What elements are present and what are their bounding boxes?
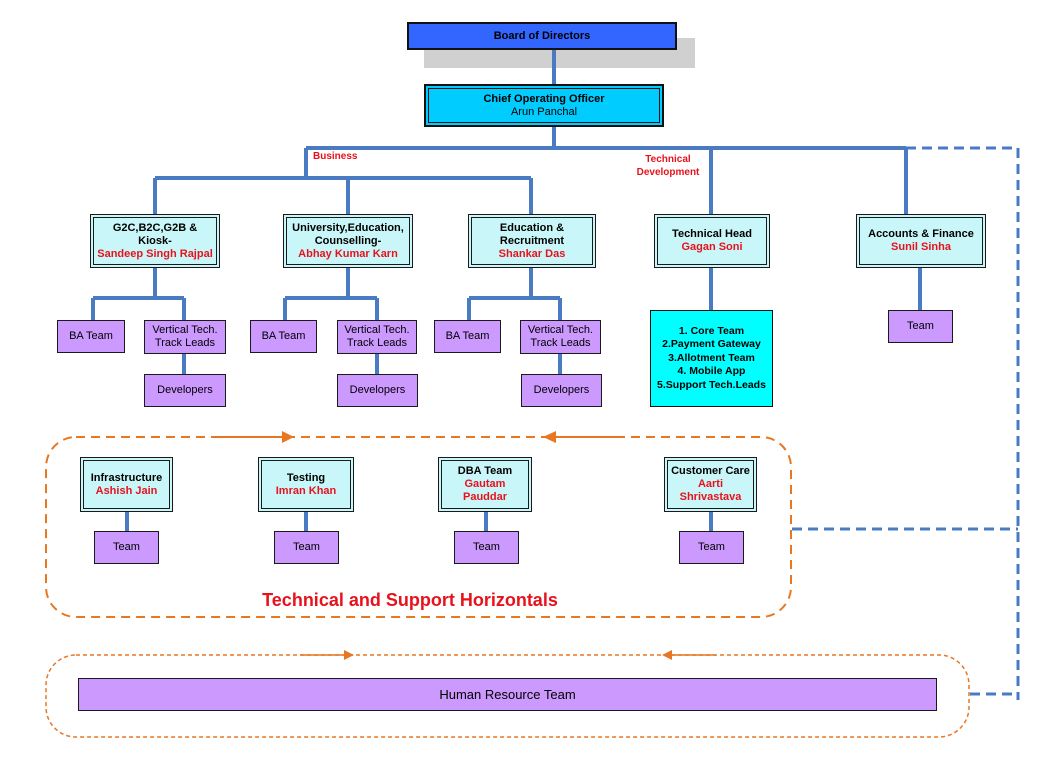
vertical-tech-leads-box: Vertical Tech. Track Leads	[337, 320, 417, 354]
horizontal-title: DBA Team	[457, 465, 513, 477]
horizontal-title: Testing	[286, 471, 326, 484]
department-head-name: Shankar Das	[498, 247, 566, 260]
accounts-team-box: Team	[888, 310, 953, 343]
human-resource-team-box: Human Resource Team	[78, 678, 937, 711]
customer-care-box: Customer Care Aarti Shrivastava	[664, 457, 757, 512]
vertical-tech-leads-box: Vertical Tech. Track Leads	[144, 320, 226, 354]
ba-team-label: BA Team	[69, 330, 113, 342]
developers-box: Developers	[144, 374, 226, 407]
team-label: Team	[113, 541, 140, 553]
team-label: Team	[907, 320, 934, 332]
department-title: G2C,B2C,G2B & Kiosk-	[112, 221, 198, 247]
vertical-tech-leads-box: Vertical Tech. Track Leads	[520, 320, 601, 354]
board-of-directors-box: Board of Directors	[407, 22, 677, 50]
testing-box: Testing Imran Khan	[258, 457, 354, 512]
horizontal-title: Customer Care	[671, 465, 750, 477]
technical-head-name: Gagan Soni	[681, 241, 743, 253]
coo-box: Chief Operating Officer Arun Panchal	[424, 84, 664, 127]
infrastructure-box: Infrastructure Ashish Jain	[80, 457, 173, 512]
horizontal-head-name: Ashish Jain	[95, 484, 158, 497]
dba-team-box: DBA Team Gautam Pauddar	[438, 457, 532, 512]
department-box-education: Education & Recruitment Shankar Das	[468, 214, 596, 268]
business-label: Business	[313, 151, 358, 162]
horizontal-head-name: Imran Khan	[275, 484, 337, 497]
department-title: Education & Recruitment	[499, 221, 565, 247]
horizontal-title: Infrastructure	[90, 471, 163, 484]
department-head-name: Sandeep Singh Rajpal	[97, 247, 213, 260]
solid-connectors	[91, 50, 922, 531]
dashed-blue-connectors	[792, 146, 1020, 700]
vertical-tech-label: Vertical Tech. Track Leads	[152, 324, 218, 349]
horizontal-head-name: Aarti Shrivastava	[679, 478, 742, 503]
ba-team-box: BA Team	[57, 320, 125, 353]
orange-arrowheads	[282, 431, 672, 660]
technical-head-box: Technical Head Gagan Soni	[654, 214, 770, 268]
vertical-tech-label: Vertical Tech. Track Leads	[527, 324, 594, 349]
accounts-title: Accounts & Finance	[868, 228, 974, 240]
horizontals-label: Technical and Support Horizontals	[262, 590, 558, 610]
developers-box: Developers	[521, 374, 602, 407]
ba-team-box: BA Team	[250, 320, 317, 353]
developers-label: Developers	[349, 384, 406, 396]
team-label: Team	[473, 541, 500, 553]
team-label: Team	[698, 541, 725, 553]
team-label: Team	[293, 541, 320, 553]
ba-team-label: BA Team	[445, 330, 490, 342]
customer-care-team-box: Team	[679, 531, 744, 564]
horizontal-head-name: Gautam Pauddar	[462, 478, 507, 503]
department-head-name: Abhay Kumar Karn	[298, 247, 398, 260]
ba-team-label: BA Team	[261, 330, 306, 342]
developers-box: Developers	[337, 374, 418, 407]
department-title: University,Education, Counselling-	[292, 221, 404, 247]
accounts-head-name: Sunil Sinha	[891, 241, 951, 253]
hr-team-label: Human Resource Team	[439, 687, 576, 702]
technical-development-label: Technical Development	[636, 154, 700, 178]
technical-teams-box: 1. Core Team 2.Payment Gateway 3.Allotme…	[650, 310, 773, 407]
ba-team-box: BA Team	[434, 320, 501, 353]
testing-team-box: Team	[274, 531, 339, 564]
board-title: Board of Directors	[493, 29, 591, 42]
developers-label: Developers	[533, 384, 590, 396]
technical-head-title: Technical Head	[672, 228, 752, 240]
accounts-finance-box: Accounts & Finance Sunil Sinha	[856, 214, 986, 268]
infrastructure-team-box: Team	[94, 531, 159, 564]
department-box-university: University,Education, Counselling- Abhay…	[283, 214, 413, 268]
dba-sub-team-box: Team	[454, 531, 519, 564]
coo-title: Chief Operating Officer	[483, 92, 605, 105]
orange-dashed-outlines	[45, 436, 970, 738]
developers-label: Developers	[157, 384, 213, 396]
coo-name: Arun Panchal	[510, 105, 578, 118]
department-box-g2c: G2C,B2C,G2B & Kiosk- Sandeep Singh Rajpa…	[90, 214, 220, 268]
technical-teams-list: 1. Core Team 2.Payment Gateway 3.Allotme…	[657, 324, 766, 391]
vertical-tech-label: Vertical Tech. Track Leads	[344, 324, 410, 349]
